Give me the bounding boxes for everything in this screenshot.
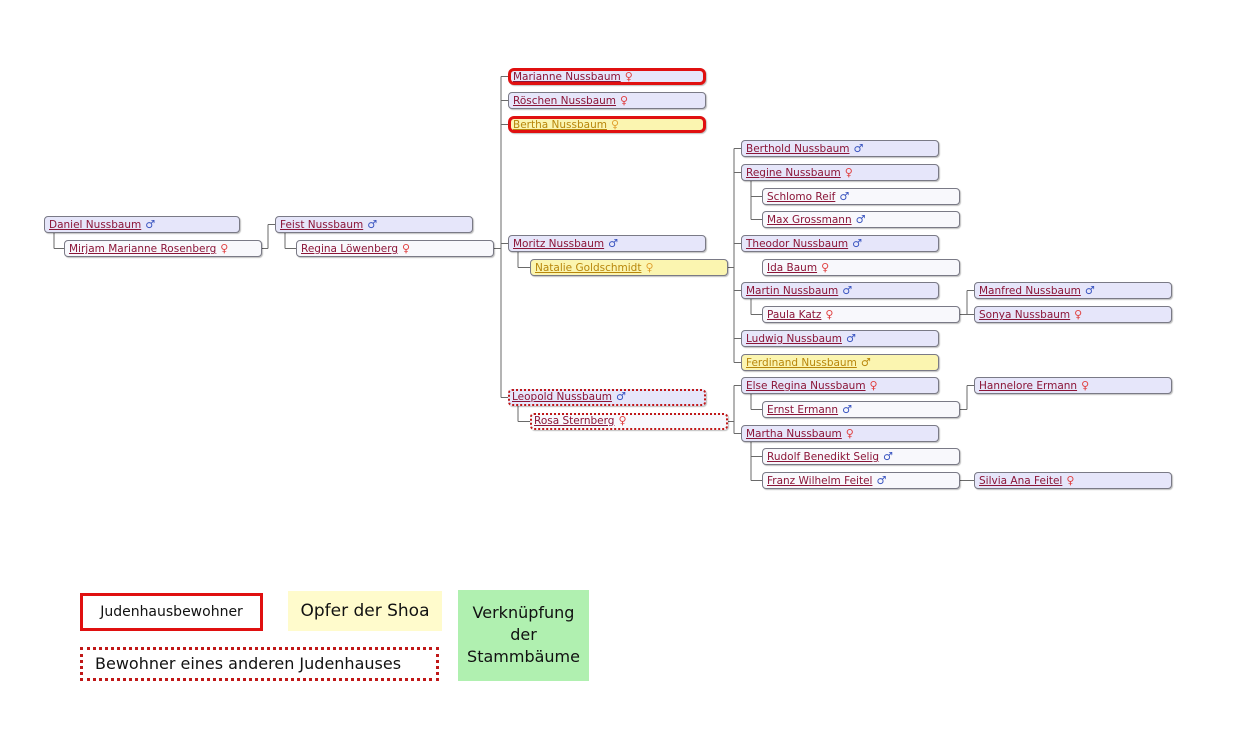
male-symbol-icon: ♂ [842, 403, 852, 416]
female-symbol-icon: ♀ [618, 414, 627, 427]
person-box-martha: Martha Nussbaum♀ [741, 425, 939, 442]
person-name-link[interactable]: Rosa Sternberg [534, 415, 615, 427]
person-box-ernst: Ernst Ermann♂ [762, 401, 960, 418]
person-box-rudolf: Rudolf Benedikt Selig♂ [762, 448, 960, 465]
female-symbol-icon: ♀ [825, 308, 834, 321]
person-name-link[interactable]: Regina Löwenberg [301, 243, 399, 255]
male-symbol-icon: ♂ [839, 190, 850, 203]
person-name-link[interactable]: Ida Baum [767, 262, 818, 274]
person-box-feist: Feist Nussbaum♂ [275, 216, 473, 233]
male-symbol-icon: ♂ [860, 356, 871, 369]
female-symbol-icon: ♀ [1074, 308, 1083, 321]
person-name-link[interactable]: Manfred Nussbaum [979, 285, 1081, 297]
person-box-ludwig: Ludwig Nussbaum♂ [741, 330, 939, 347]
person-name-link[interactable]: Berthold Nussbaum [746, 143, 850, 155]
male-symbol-icon: ♂ [616, 390, 626, 403]
person-name-link[interactable]: Leopold Nussbaum [512, 391, 612, 403]
person-box-sonya: Sonya Nussbaum♀ [974, 306, 1172, 323]
person-box-regine: Regine Nussbaum♀ [741, 164, 939, 181]
person-box-else: Else Regina Nussbaum♀ [741, 377, 939, 394]
person-name-link[interactable]: Schlomo Reif [767, 191, 836, 203]
person-name-link[interactable]: Franz Wilhelm Feitel [767, 475, 873, 487]
person-name-link[interactable]: Sonya Nussbaum [979, 309, 1071, 321]
male-symbol-icon: ♂ [367, 218, 378, 231]
legend-tree-link: Verknüpfung der Stammbäume [458, 590, 589, 681]
person-name-link[interactable]: Ferdinand Nussbaum [746, 357, 857, 369]
person-name-link[interactable]: Ludwig Nussbaum [746, 333, 842, 345]
male-symbol-icon: ♂ [852, 237, 863, 250]
female-symbol-icon: ♀ [1081, 379, 1090, 392]
person-name-link[interactable]: Röschen Nussbaum [513, 95, 617, 107]
person-name-link[interactable]: Paula Katz [767, 309, 822, 321]
female-symbol-icon: ♀ [624, 70, 633, 83]
male-symbol-icon: ♂ [1084, 284, 1095, 297]
person-name-link[interactable]: Marianne Nussbaum [513, 71, 621, 83]
female-symbol-icon: ♀ [610, 118, 620, 131]
person-box-moritz: Moritz Nussbaum♂ [508, 235, 706, 252]
person-name-link[interactable]: Regine Nussbaum [746, 167, 841, 179]
male-symbol-icon: ♂ [855, 213, 866, 226]
person-box-franz: Franz Wilhelm Feitel♂ [762, 472, 960, 489]
female-symbol-icon: ♀ [869, 379, 878, 392]
person-box-ferdinand: Ferdinand Nussbaum♂ [741, 354, 939, 371]
person-box-rosa: Rosa Sternberg♀ [530, 413, 728, 430]
female-symbol-icon: ♀ [845, 427, 854, 440]
person-box-max: Max Grossmann♂ [762, 211, 960, 228]
person-box-bertha: Bertha Nussbaum♀ [508, 116, 706, 133]
person-box-daniel: Daniel Nussbaum♂ [44, 216, 240, 233]
legend-judenhaus-resident: Judenhausbewohner [80, 593, 263, 631]
person-box-theodor: Theodor Nussbaum♂ [741, 235, 939, 252]
person-box-ida: Ida Baum♀ [762, 259, 960, 276]
person-name-link[interactable]: Hannelore Ermann [979, 380, 1078, 392]
male-symbol-icon: ♂ [883, 450, 893, 463]
person-box-mirjam: Mirjam Marianne Rosenberg♀ [64, 240, 262, 257]
person-name-link[interactable]: Daniel Nussbaum [49, 219, 142, 231]
person-name-link[interactable]: Bertha Nussbaum [513, 119, 607, 131]
person-box-martin: Martin Nussbaum♂ [741, 282, 939, 299]
person-name-link[interactable]: Else Regina Nussbaum [746, 380, 866, 392]
person-box-roeschen: Röschen Nussbaum♀ [508, 92, 706, 109]
person-name-link[interactable]: Natalie Goldschmidt [535, 262, 642, 274]
male-symbol-icon: ♂ [853, 142, 864, 155]
person-box-regina-l: Regina Löwenberg♀ [296, 240, 494, 257]
female-symbol-icon: ♀ [620, 94, 629, 107]
person-name-link[interactable]: Moritz Nussbaum [513, 238, 605, 250]
male-symbol-icon: ♂ [608, 237, 618, 250]
person-name-link[interactable]: Rudolf Benedikt Selig [767, 451, 880, 463]
person-name-link[interactable]: Ernst Ermann [767, 404, 839, 416]
female-symbol-icon: ♀ [821, 261, 830, 274]
person-name-link[interactable]: Feist Nussbaum [280, 219, 364, 231]
male-symbol-icon: ♂ [842, 284, 853, 297]
female-symbol-icon: ♀ [220, 242, 229, 255]
person-box-marianne: Marianne Nussbaum♀ [508, 68, 706, 85]
female-symbol-icon: ♀ [645, 261, 654, 274]
person-box-leopold: Leopold Nussbaum ♂ [508, 389, 706, 406]
person-box-paula: Paula Katz♀ [762, 306, 960, 323]
person-name-link[interactable]: Theodor Nussbaum [746, 238, 849, 250]
person-box-silvia: Silvia Ana Feitel♀ [974, 472, 1172, 489]
person-box-schlomo: Schlomo Reif♂ [762, 188, 960, 205]
person-box-hannelore: Hannelore Ermann♀ [974, 377, 1172, 394]
male-symbol-icon: ♂ [145, 218, 156, 231]
person-box-berthold: Berthold Nussbaum♂ [741, 140, 939, 157]
person-box-natalie: Natalie Goldschmidt♀ [530, 259, 728, 276]
legend-shoa-victim: Opfer der Shoa [288, 591, 442, 631]
female-symbol-icon: ♀ [402, 242, 411, 255]
male-symbol-icon: ♂ [876, 474, 887, 487]
female-symbol-icon: ♀ [1066, 474, 1075, 487]
person-name-link[interactable]: Martin Nussbaum [746, 285, 839, 297]
person-name-link[interactable]: Max Grossmann [767, 214, 852, 226]
person-box-manfred: Manfred Nussbaum♂ [974, 282, 1172, 299]
legend-other-judenhaus-resident: Bewohner eines anderen Judenhauses [80, 647, 439, 681]
male-symbol-icon: ♂ [845, 332, 856, 345]
person-name-link[interactable]: Martha Nussbaum [746, 428, 842, 440]
female-symbol-icon: ♀ [844, 166, 853, 179]
person-name-link[interactable]: Silvia Ana Feitel [979, 475, 1063, 487]
person-name-link[interactable]: Mirjam Marianne Rosenberg [69, 243, 217, 255]
